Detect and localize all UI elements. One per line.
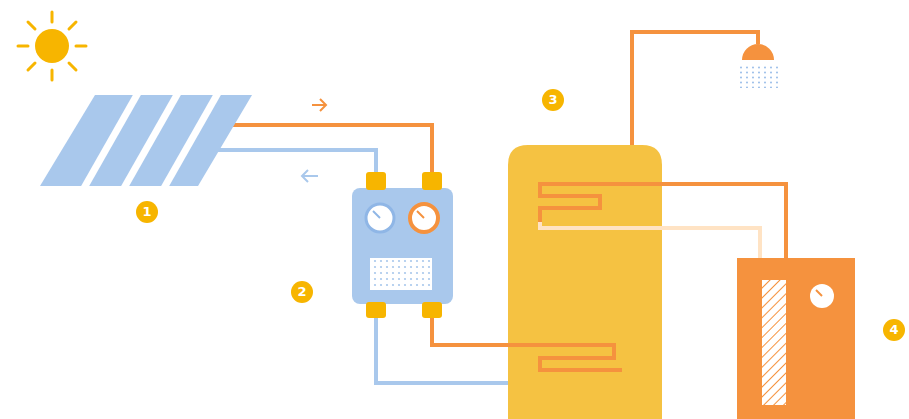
hot-water-outlet bbox=[632, 32, 778, 148]
solar-panel bbox=[40, 93, 252, 188]
callout-number: 4 bbox=[883, 319, 905, 341]
boiler bbox=[737, 258, 855, 419]
callout-number: 1 bbox=[136, 201, 158, 223]
collector-pipes bbox=[210, 99, 432, 182]
callout-number: 2 bbox=[291, 281, 313, 303]
callout-number: 3 bbox=[542, 89, 564, 111]
pump-station bbox=[352, 172, 453, 318]
sun bbox=[18, 12, 86, 80]
